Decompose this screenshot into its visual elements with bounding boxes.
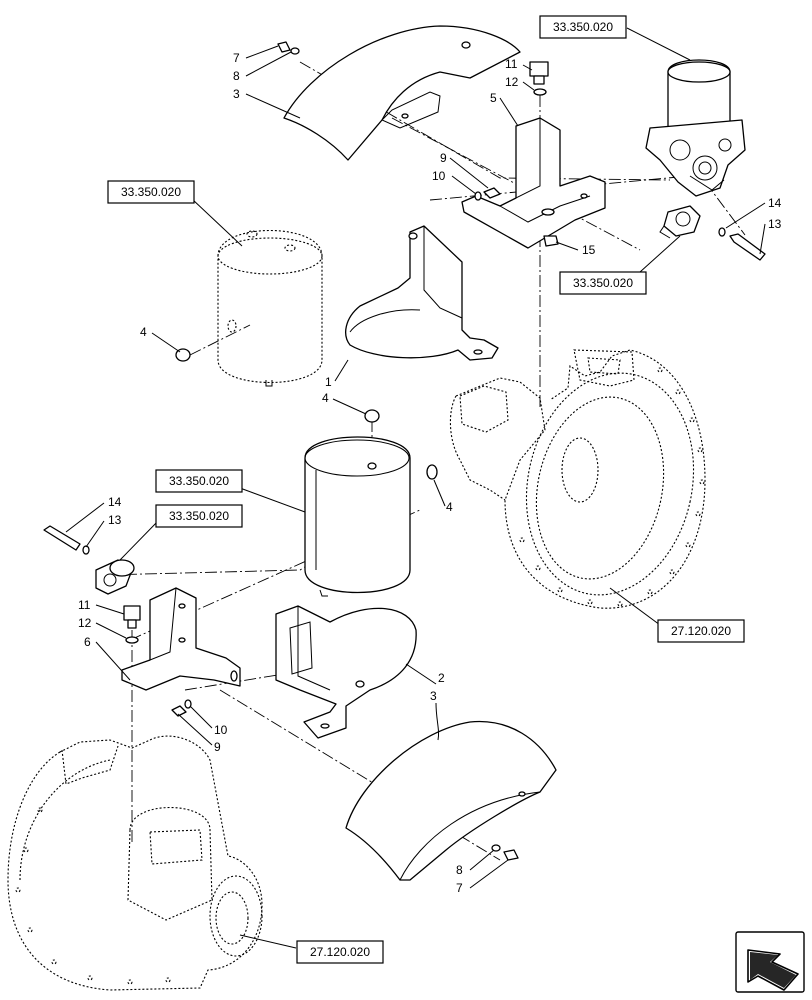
air-dryer xyxy=(645,59,746,197)
callout-upper-strap: 1 xyxy=(325,375,332,389)
ref-box-tank-upper[interactable]: 33.350.020 xyxy=(107,180,195,204)
callout-numbers: 7 8 3 11 12 5 9 10 15 14 13 4 1 4 4 14 1… xyxy=(78,51,782,895)
top-fender xyxy=(283,25,521,161)
ref-box-valve-right[interactable]: 33.350.020 xyxy=(559,271,647,295)
top-bracket-nut xyxy=(543,235,559,247)
callout-right-valve-bolt: 14 xyxy=(768,196,782,210)
ref-box-housing-right[interactable]: 27.120.020 xyxy=(657,619,745,643)
upper-strap xyxy=(345,225,499,361)
lower-tank-plug-top xyxy=(364,409,380,423)
callout-top-fender: 3 xyxy=(233,87,240,101)
lower-strap xyxy=(275,605,417,739)
callout-left-bracket-screw: 9 xyxy=(214,740,221,754)
callout-left-bracket: 6 xyxy=(84,635,91,649)
arrow-back-icon[interactable] xyxy=(735,931,805,993)
left-valve xyxy=(95,559,135,595)
svg-text:27.120.020: 27.120.020 xyxy=(310,945,370,959)
svg-text:33.350.020: 33.350.020 xyxy=(553,20,613,34)
ref-box-tank-lower[interactable]: 33.350.020 xyxy=(155,469,243,493)
callout-left-valve-washer: 13 xyxy=(108,513,122,527)
top-bracket-screw xyxy=(474,187,501,201)
svg-text:33.350.020: 33.350.020 xyxy=(169,509,229,523)
callout-upper-tank-plug: 4 xyxy=(140,325,147,339)
svg-text:27.120.020: 27.120.020 xyxy=(671,624,731,638)
leader-lines xyxy=(65,27,766,949)
svg-text:33.350.020: 33.350.020 xyxy=(169,474,229,488)
top-fender-screw xyxy=(277,41,300,55)
svg-text:33.350.020: 33.350.020 xyxy=(573,276,633,290)
callout-top-bracket-washer: 12 xyxy=(505,75,519,89)
lower-air-tank xyxy=(304,436,411,597)
callout-bottom-fender: 3 xyxy=(430,689,437,703)
svg-text:33.350.020: 33.350.020 xyxy=(121,185,181,199)
callout-top-bracket-bolt: 11 xyxy=(505,57,518,71)
top-bracket xyxy=(461,117,606,249)
callout-top-fender-washer: 8 xyxy=(233,69,240,83)
callout-bottom-fender-washer: 8 xyxy=(456,863,463,877)
callout-left-valve-bolt: 14 xyxy=(108,495,122,509)
callout-top-bracket-washer-small: 10 xyxy=(432,169,446,183)
ref-box-valve-left[interactable]: 33.350.020 xyxy=(155,504,243,528)
callout-right-valve-washer: 13 xyxy=(768,217,782,231)
callout-left-bracket-washer: 12 xyxy=(78,616,92,630)
callout-lower-tank-plug-side: 4 xyxy=(446,500,453,514)
reference-boxes: 33.350.020 33.350.020 33.350.020 33.350.… xyxy=(107,15,745,964)
top-bracket-bolt xyxy=(529,61,549,96)
bottom-fender-screw xyxy=(491,844,519,861)
callout-top-bracket: 5 xyxy=(490,91,497,105)
right-valve-bolt xyxy=(718,227,766,261)
callout-left-bracket-washer-small: 10 xyxy=(214,723,228,737)
lower-tank-plug-side xyxy=(426,464,438,480)
callout-left-bracket-bolt: 11 xyxy=(78,598,91,612)
callout-bottom-fender-screw: 7 xyxy=(456,881,463,895)
callout-top-bracket-screw: 9 xyxy=(440,151,447,165)
callout-lower-strap: 2 xyxy=(438,671,445,685)
right-valve xyxy=(659,205,701,239)
ref-box-housing-left[interactable]: 27.120.020 xyxy=(296,940,384,964)
right-housing xyxy=(449,349,706,609)
left-bracket xyxy=(121,587,241,691)
callout-top-fender-screw: 7 xyxy=(233,51,240,65)
left-bracket-screw xyxy=(171,699,192,717)
left-housing xyxy=(7,735,263,991)
left-bracket-bolt xyxy=(123,605,141,644)
ref-box-dryer[interactable]: 33.350.020 xyxy=(539,15,627,39)
left-valve-bolt xyxy=(43,525,90,555)
callout-top-bracket-nut: 15 xyxy=(582,243,596,257)
upper-air-tank xyxy=(217,229,323,387)
bottom-fender xyxy=(345,720,557,881)
callout-lower-tank-plug-top: 4 xyxy=(322,391,329,405)
